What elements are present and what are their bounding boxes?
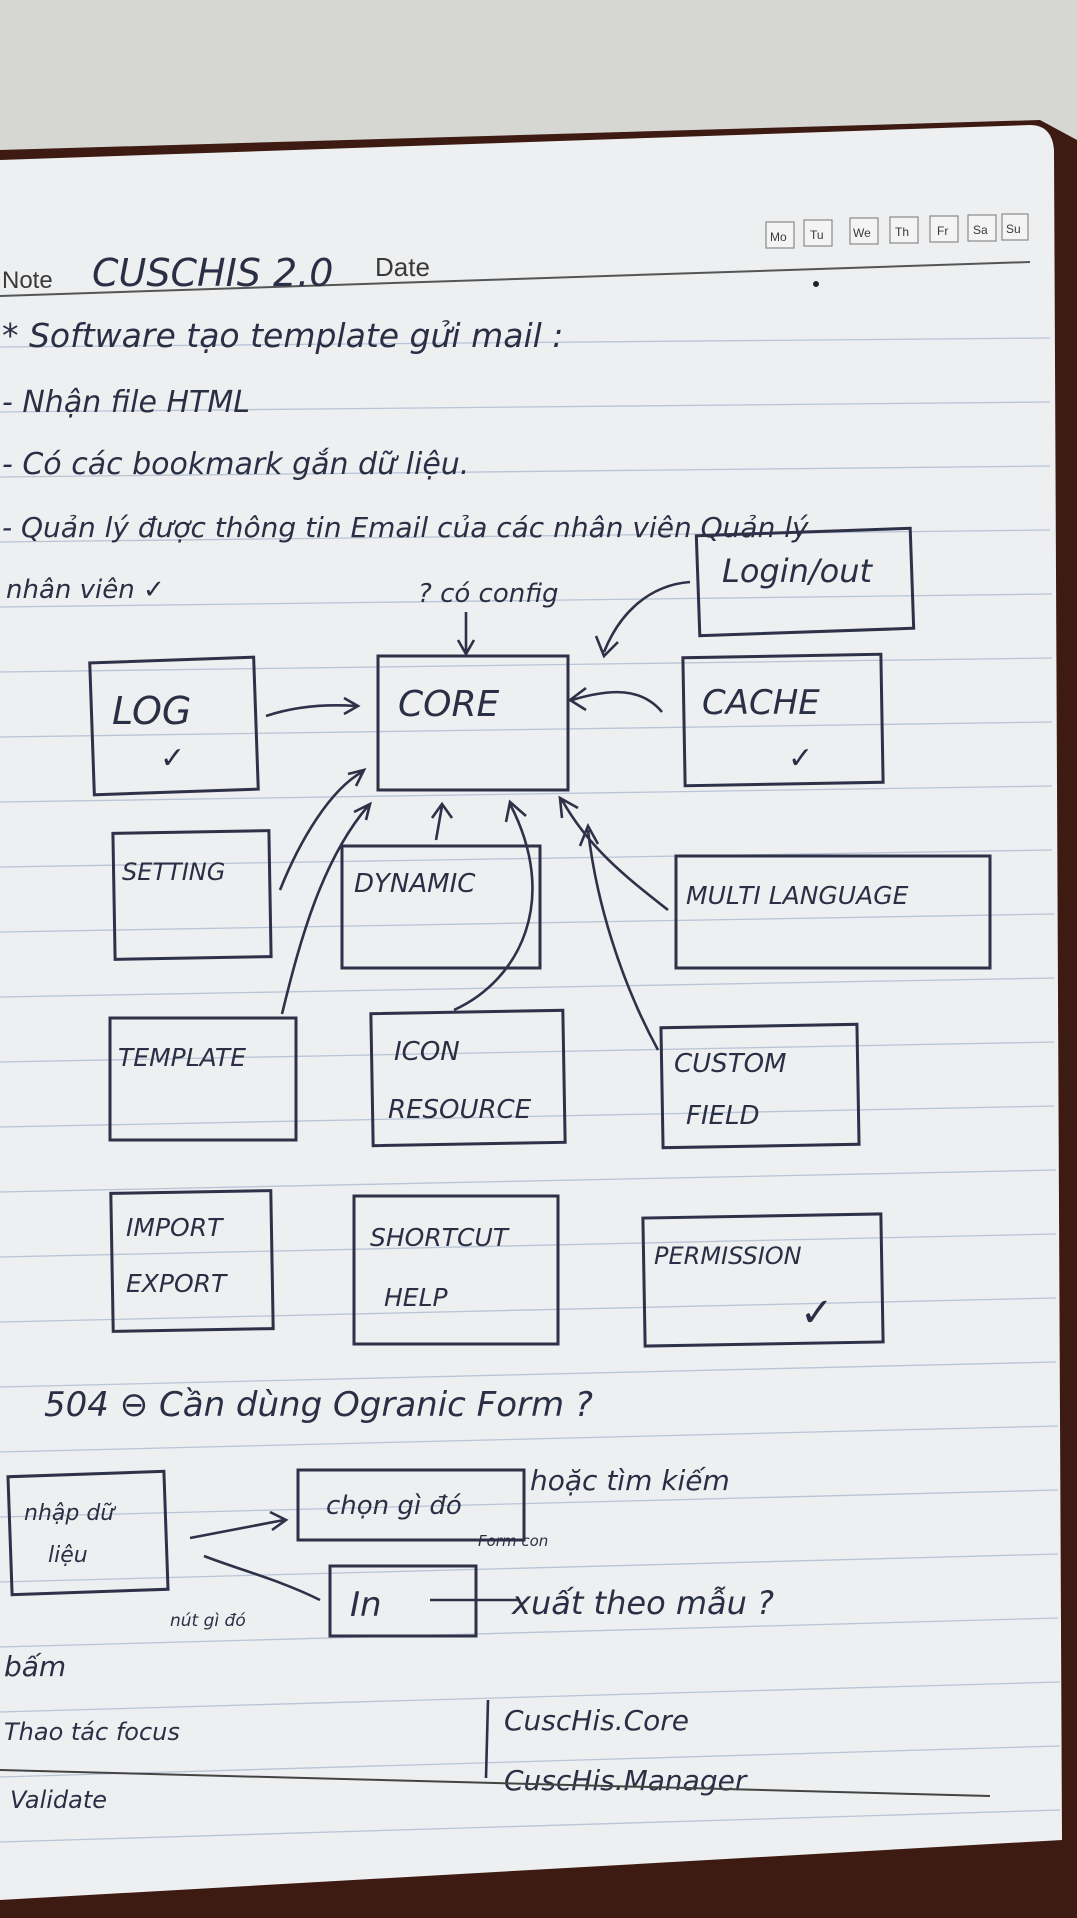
shortcut-help-label-2: HELP bbox=[384, 1283, 449, 1312]
core-library: CuscHis.Core bbox=[504, 1704, 689, 1737]
icon-resource-label-2: RESOURCE bbox=[388, 1095, 532, 1125]
custom-field-label-2: FIELD bbox=[686, 1101, 760, 1131]
config-arrow bbox=[456, 612, 476, 657]
input-to-print-arrow bbox=[203, 1554, 321, 1602]
icon-resource-arrow bbox=[453, 799, 534, 1012]
import-export-label-2: EXPORT bbox=[126, 1269, 228, 1298]
intro-line-2: - Nhận file HTML bbox=[2, 385, 250, 420]
import-export-box bbox=[109, 1189, 275, 1333]
input-data-box bbox=[6, 1469, 170, 1597]
import-export-label-1: IMPORT bbox=[126, 1213, 224, 1242]
dynamic-label: DYNAMIC bbox=[354, 869, 476, 899]
login-label: Login/out bbox=[722, 552, 874, 590]
permission-label: PERMISSION bbox=[654, 1242, 802, 1270]
input-data-label-1: nhập dữ bbox=[24, 1501, 116, 1526]
choose-box bbox=[296, 1468, 526, 1542]
press-note: bấm bbox=[4, 1650, 66, 1683]
validate-note: Validate bbox=[10, 1786, 107, 1814]
permission-box bbox=[641, 1212, 885, 1348]
manager-library: CuscHis.Manager bbox=[504, 1764, 748, 1797]
ruled-lines bbox=[0, 337, 1061, 1843]
date-label: Date bbox=[375, 252, 430, 282]
svg-text:Su: Su bbox=[1006, 222, 1021, 236]
multi-language-label: MULTI LANGUAGE bbox=[686, 881, 909, 910]
custom-field-arrow bbox=[578, 822, 660, 1051]
bottom-rule bbox=[0, 1769, 991, 1797]
notebook-title: CUSCHIS 2.0 bbox=[92, 251, 333, 295]
template-label: TEMPLATE bbox=[118, 1043, 246, 1072]
svg-text:Sa: Sa bbox=[973, 223, 988, 237]
core-box bbox=[376, 654, 570, 792]
core-label: CORE bbox=[398, 684, 499, 725]
setting-label: SETTING bbox=[122, 858, 225, 886]
shortcut-help-box bbox=[352, 1194, 560, 1346]
template-arrow bbox=[280, 801, 372, 1015]
note-label: Note bbox=[2, 267, 53, 294]
intro-line-4: - Quản lý được thông tin Email của các n… bbox=[2, 511, 809, 544]
template-box bbox=[108, 1016, 298, 1142]
intro-line-3: - Có các bookmark gắn dữ liệu. bbox=[2, 447, 469, 482]
permission-check: ✓ bbox=[800, 1290, 834, 1336]
log-arrow bbox=[265, 696, 361, 718]
choose-label: chọn gì đó bbox=[326, 1491, 462, 1521]
print-note: xuất theo mẫu ? bbox=[511, 1584, 774, 1622]
setting-arrow bbox=[278, 768, 367, 891]
svg-text:Fr: Fr bbox=[937, 224, 948, 238]
notebook-page bbox=[0, 125, 1062, 1900]
setting-box bbox=[111, 829, 273, 961]
input-to-choose-arrow bbox=[189, 1510, 289, 1540]
icon-resource-label-1: ICON bbox=[394, 1037, 460, 1067]
cache-check: ✓ bbox=[788, 741, 813, 776]
intro-line-1: * Software tạo template gửi mail : bbox=[2, 316, 563, 355]
print-label: In bbox=[350, 1585, 382, 1625]
icon-resource-box bbox=[369, 1008, 567, 1148]
cache-box bbox=[681, 652, 885, 788]
question-line: 504 ⊖ Cần dùng Ogranic Form ? bbox=[44, 1385, 593, 1425]
intro-line-5: nhân viên ✓ bbox=[6, 575, 165, 605]
dynamic-box bbox=[340, 844, 542, 970]
architecture-diagram: ? có config Login/out CORE LOG ✓ CACHE ✓… bbox=[88, 526, 992, 1348]
weekday-boxes: Mo Tu We Th Fr Sa Su bbox=[765, 213, 1029, 249]
shortcut-help-label-1: SHORTCUT bbox=[370, 1223, 510, 1252]
choose-note: nút gì đó bbox=[170, 1611, 246, 1631]
custom-field-box bbox=[659, 1022, 861, 1150]
login-box bbox=[694, 526, 916, 638]
cache-label: CACHE bbox=[702, 683, 820, 723]
multi-language-arrow bbox=[558, 795, 669, 912]
svg-text:Tu: Tu bbox=[810, 228, 824, 242]
multi-language-box bbox=[674, 854, 992, 970]
svg-text:Mo: Mo bbox=[770, 230, 787, 244]
focus-note: Thao tác focus bbox=[4, 1718, 180, 1746]
header-rule bbox=[0, 261, 1031, 297]
login-arrow bbox=[594, 580, 691, 659]
svg-text:Th: Th bbox=[895, 225, 909, 239]
ink-dot bbox=[813, 281, 819, 287]
log-label: LOG bbox=[112, 689, 191, 733]
library-divider bbox=[484, 1699, 490, 1779]
config-note: ? có config bbox=[418, 579, 559, 609]
custom-field-label-1: CUSTOM bbox=[674, 1049, 786, 1079]
cache-arrow bbox=[567, 686, 663, 713]
svg-text:We: We bbox=[853, 226, 871, 240]
log-check: ✓ bbox=[160, 741, 185, 776]
search-note: hoặc tìm kiếm bbox=[530, 1464, 730, 1497]
dynamic-arrow bbox=[430, 801, 454, 841]
input-data-label-2: liệu bbox=[48, 1543, 88, 1568]
log-box bbox=[88, 655, 260, 797]
form-con-note: Form con bbox=[478, 1532, 548, 1550]
